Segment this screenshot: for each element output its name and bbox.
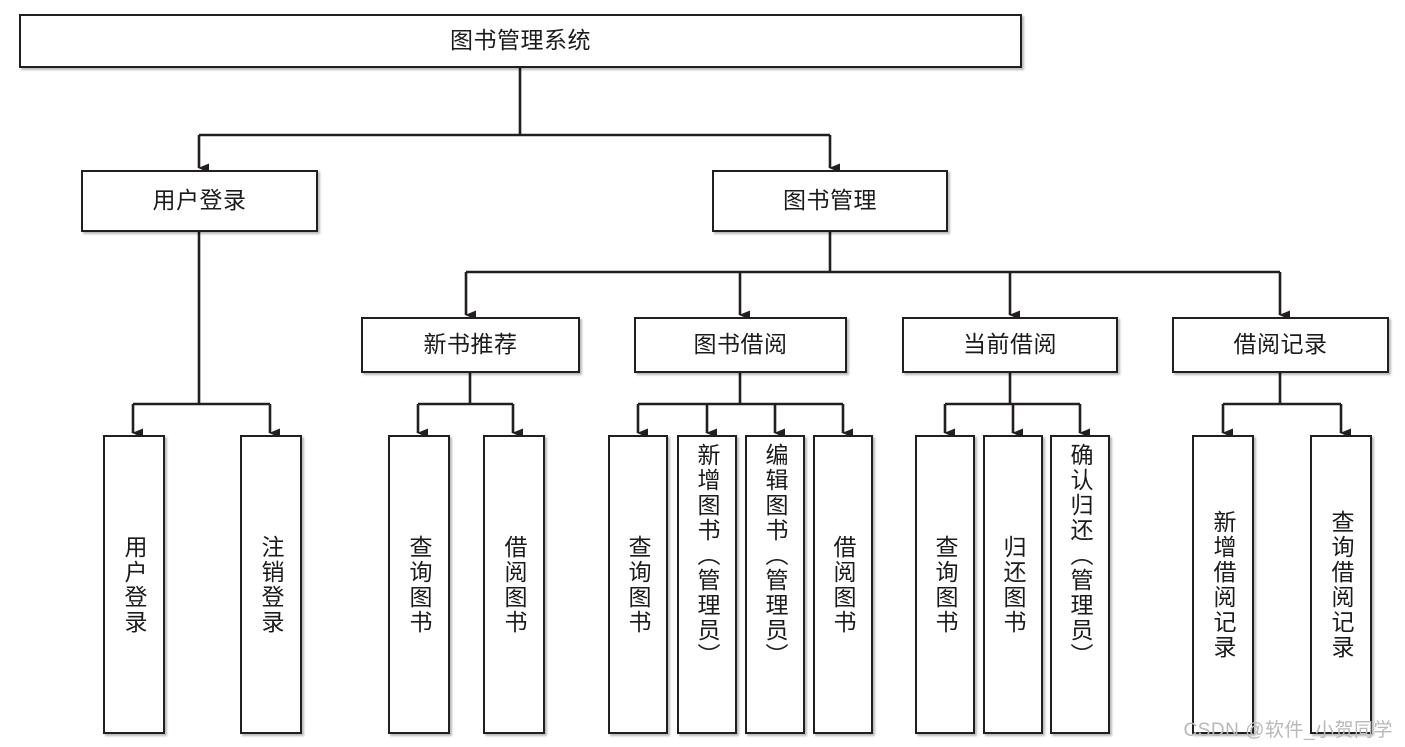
node-leaf-query-borrow-record[interactable]: 查询借阅记录 xyxy=(1310,435,1372,734)
node-leaf-user-login[interactable]: 用户登录 xyxy=(103,435,165,734)
node-label: 用户登录 xyxy=(121,534,148,635)
node-label: 查询图书 xyxy=(932,534,959,635)
node-label: 用户登录 xyxy=(152,187,247,214)
node-current-borrow[interactable]: 当前借阅 xyxy=(902,317,1118,373)
node-label: 当前借阅 xyxy=(963,331,1057,358)
node-leaf-edit-book-admin[interactable]: 编辑图书（管理员） xyxy=(745,435,805,734)
node-leaf-add-borrow-record[interactable]: 新增借阅记录 xyxy=(1192,435,1254,734)
node-label: 确认归还（管理员） xyxy=(1067,443,1094,668)
node-new-book-recommend[interactable]: 新书推荐 xyxy=(361,317,580,373)
watermark-text: CSDN @软件_小贺同学 xyxy=(1183,720,1393,741)
node-book-management[interactable]: 图书管理 xyxy=(712,170,948,232)
node-label: 新增图书（管理员） xyxy=(694,443,721,668)
node-leaf-query-book-2[interactable]: 查询图书 xyxy=(608,435,668,734)
node-label: 查询图书 xyxy=(406,534,433,635)
node-leaf-user-logout[interactable]: 注销登录 xyxy=(240,435,302,734)
node-label: 归还图书 xyxy=(1000,534,1027,635)
node-leaf-add-book-admin[interactable]: 新增图书（管理员） xyxy=(677,435,737,734)
node-label: 新增借阅记录 xyxy=(1210,509,1237,660)
node-label: 图书借阅 xyxy=(693,331,788,358)
node-label: 注销登录 xyxy=(258,534,285,635)
node-leaf-query-book-3[interactable]: 查询图书 xyxy=(915,435,975,734)
node-label: 图书管理 xyxy=(783,187,877,214)
node-leaf-return-book[interactable]: 归还图书 xyxy=(983,435,1043,734)
node-user-login[interactable]: 用户登录 xyxy=(81,170,318,232)
node-label: 图书管理系统 xyxy=(450,27,591,54)
node-leaf-confirm-return-admin[interactable]: 确认归还（管理员） xyxy=(1050,435,1110,734)
node-label: 借阅图书 xyxy=(830,534,857,635)
node-label: 查询借阅记录 xyxy=(1328,509,1355,660)
node-leaf-query-book-1[interactable]: 查询图书 xyxy=(388,435,450,734)
node-label: 借阅记录 xyxy=(1233,331,1328,358)
node-leaf-borrow-book-1[interactable]: 借阅图书 xyxy=(483,435,545,734)
node-borrow-record[interactable]: 借阅记录 xyxy=(1172,317,1389,373)
node-label: 借阅图书 xyxy=(501,534,528,635)
node-root-system[interactable]: 图书管理系统 xyxy=(19,14,1022,68)
node-label: 新书推荐 xyxy=(423,331,518,358)
node-leaf-borrow-book-2[interactable]: 借阅图书 xyxy=(813,435,873,734)
node-label: 查询图书 xyxy=(625,534,652,635)
node-label: 编辑图书（管理员） xyxy=(762,443,789,668)
node-book-borrow[interactable]: 图书借阅 xyxy=(634,317,847,373)
